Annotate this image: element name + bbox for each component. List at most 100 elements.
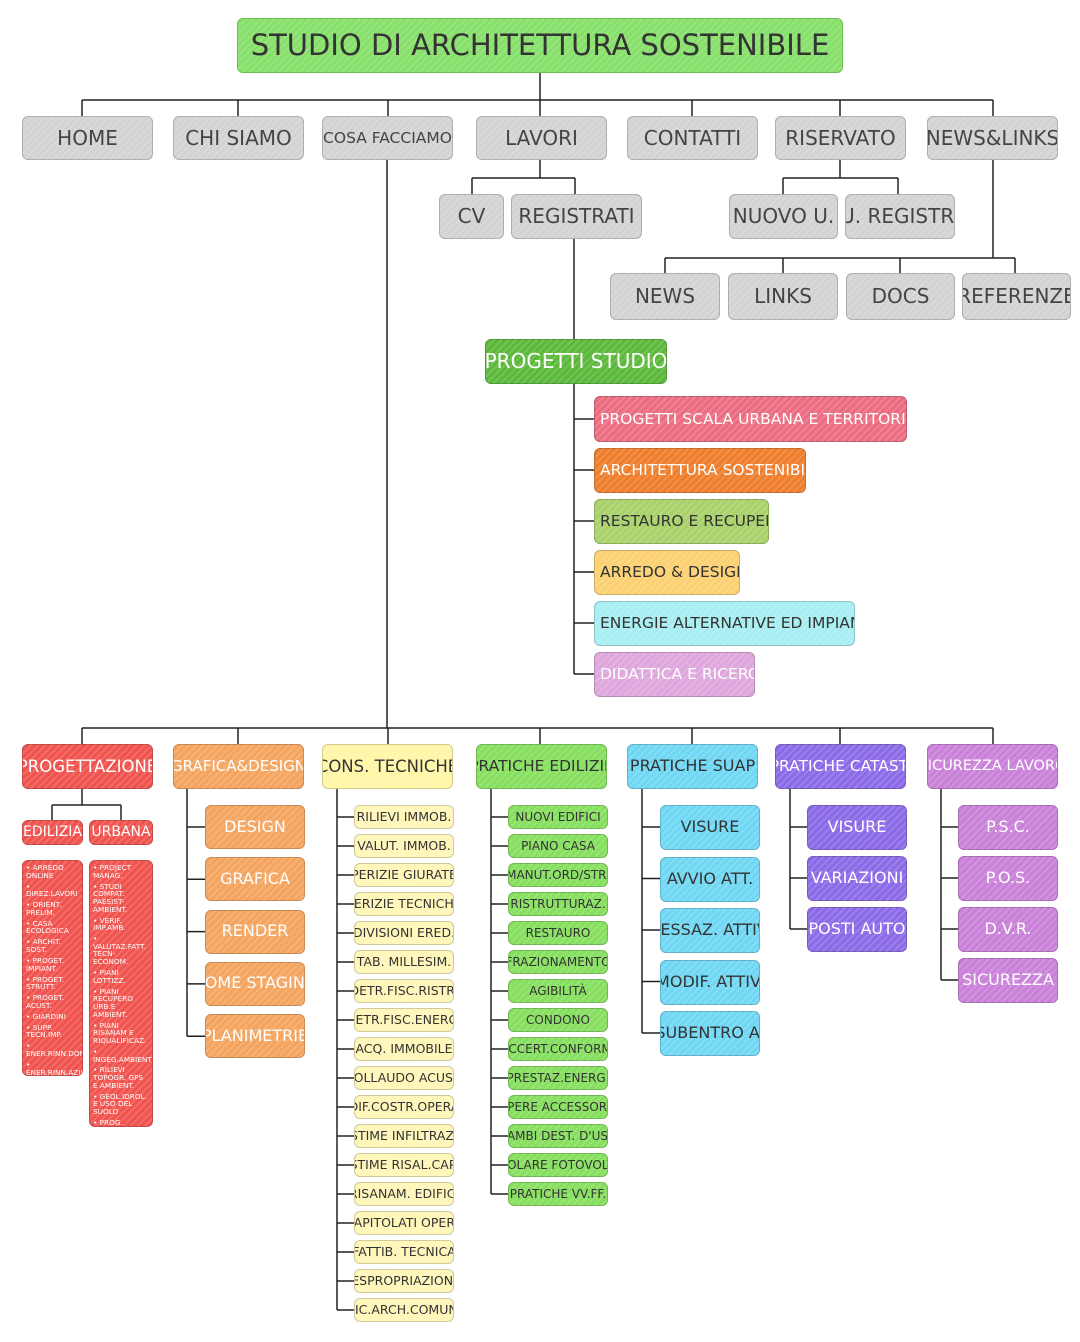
edilizia-item[interactable]: PROGET. STRUTT. <box>26 975 79 991</box>
nav-news[interactable]: NEWS <box>610 273 720 320</box>
nav-registrati[interactable]: REGISTRATI <box>511 194 642 239</box>
urbana-item[interactable]: STUDI COMPAT. PAESIST-AMBIENT. <box>93 882 149 914</box>
edilizia-item[interactable]: GIARDINI <box>26 1013 79 1021</box>
pratiche_edilizie-item[interactable]: AGIBILITÀ <box>508 979 608 1003</box>
cons_tecniche-item[interactable]: PERIZIE GIURATE <box>354 863 454 887</box>
nav-docs[interactable]: DOCS <box>846 273 955 320</box>
sicurezza-item[interactable]: D.V.R. <box>958 907 1058 952</box>
cons_tecniche-item[interactable]: ACQ. IMMOBILE <box>354 1037 454 1061</box>
pratiche_edilizie-item[interactable]: OPERE ACCESSORIE <box>508 1095 608 1119</box>
progettazione-edilizia[interactable]: EDILIZIA <box>22 820 83 845</box>
edilizia-item[interactable]: PROGET. ACUST. <box>26 994 79 1009</box>
pratiche_edilizie-item[interactable]: PRATICHE VV.FF. <box>508 1182 608 1206</box>
nav-nuovo-utente[interactable]: NUOVO U. <box>729 194 838 239</box>
progettazione-urbana[interactable]: URBANA <box>89 820 153 845</box>
pratiche_suap-item[interactable]: MODIF. ATTIV. <box>660 959 760 1005</box>
proj-arredo-design[interactable]: ARREDO & DESIGN <box>594 550 740 595</box>
nav-contatti[interactable]: CONTATTI <box>627 116 758 160</box>
nav-referenze[interactable]: REFERENZE <box>962 273 1071 320</box>
cons_tecniche-item[interactable]: ESPROPRIAZIONI <box>354 1269 454 1293</box>
urbana-item[interactable]: INGEG.AMBIENT. <box>93 1048 152 1063</box>
pratiche_catast-item[interactable]: POSTI AUTO <box>807 907 907 952</box>
cons_tecniche-item[interactable]: RISANAM. EDIFICI <box>354 1182 454 1206</box>
nav-riservato[interactable]: RISERVATO <box>775 116 906 160</box>
urbana-item[interactable]: PIANI RECUPERO URB.E AMBIENT. <box>93 987 149 1019</box>
urbana-item[interactable]: PROJECT MANAG. <box>93 864 149 879</box>
sicurezza-item[interactable]: P.S.C. <box>958 805 1058 850</box>
pratiche_edilizie-item[interactable]: PRESTAZ.ENERG. <box>508 1066 608 1090</box>
cat-progettazione[interactable]: PROGETTAZIONE <box>22 744 153 789</box>
pratiche_edilizie-item[interactable]: CAMBI DEST. D'USO <box>508 1124 608 1148</box>
edilizia-item[interactable]: CASA ECOLOGICA <box>26 919 79 935</box>
cat-pratiche-edilizie[interactable]: PRATICHE EDILIZIE <box>476 744 607 789</box>
grafica-item[interactable]: GRAFICA <box>205 857 305 902</box>
edilizia-item[interactable]: SUPP. TECN.IMP. <box>26 1023 79 1039</box>
cons_tecniche-item[interactable]: FATTIB. TECNICA <box>354 1240 454 1264</box>
urbana-item[interactable]: VERIF. IMP.AMB. <box>93 916 149 932</box>
cons_tecniche-item[interactable]: PERIZIE TECNICHE <box>354 892 454 916</box>
urbana-item[interactable]: PIANI RISANAM E RIQUALIFICAZ. <box>93 1021 149 1045</box>
grafica-item[interactable]: DESIGN <box>205 805 305 849</box>
proj-architettura-sostenibile[interactable]: ARCHITETTURA SOSTENIBILE <box>594 448 806 493</box>
cons_tecniche-item[interactable]: VALUT. IMMOB. <box>354 834 454 858</box>
edilizia-item[interactable]: ARREDO ONLINE <box>26 864 79 879</box>
nav-home[interactable]: HOME <box>22 116 153 160</box>
cons_tecniche-item[interactable]: STIME RISAL.CAP. <box>354 1153 454 1177</box>
nav-news-links[interactable]: NEWS&LINKS <box>927 116 1058 160</box>
grafica-item[interactable]: HOME STAGING <box>205 961 305 1006</box>
sicurezza-item[interactable]: SICUREZZA <box>958 958 1058 1003</box>
edilizia-item[interactable]: PROGET. IMPIANT. <box>26 957 79 972</box>
pratiche_suap-item[interactable]: CESSAZ. ATTIV. <box>660 908 760 953</box>
cons_tecniche-item[interactable]: TAB. MILLESIM. <box>354 950 454 974</box>
edilizia-item[interactable]: DIREZ.LAVORI <box>26 883 79 898</box>
cons_tecniche-item[interactable]: STIME INFILTRAZ. <box>354 1124 454 1148</box>
pratiche_catast-item[interactable]: VARIAZIONI <box>807 856 907 901</box>
nav-cosa-facciamo[interactable]: COSA FACCIAMO <box>322 116 453 160</box>
pratiche_edilizie-item[interactable]: CONDONO <box>508 1008 608 1032</box>
nav-chi-siamo[interactable]: CHI SIAMO <box>173 116 304 160</box>
pratiche_suap-item[interactable]: VISURE <box>660 805 760 850</box>
urbana-item[interactable]: PIANI LOTTIZZ. <box>93 969 149 984</box>
pratiche_suap-item[interactable]: SUBENTRO A. <box>660 1011 760 1056</box>
nav-lavori[interactable]: LAVORI <box>476 116 607 160</box>
urbana-item[interactable]: RILIEVI TOPOGR. GPS E AMBIENT. <box>93 1066 149 1089</box>
cons_tecniche-item[interactable]: COLLAUDO ACUST. <box>354 1066 454 1090</box>
cons_tecniche-item[interactable]: RILIEVI IMMOB. <box>354 805 454 829</box>
cons_tecniche-item[interactable]: DETR.FISC.RISTR. <box>354 979 454 1003</box>
grafica-item[interactable]: RENDER <box>205 909 305 954</box>
cons_tecniche-item[interactable]: DETR.FISC.ENERG. <box>354 1008 454 1032</box>
urbana-item[interactable]: PROG. PARCHI E GIARDINI <box>93 1119 149 1126</box>
nav-cv[interactable]: CV <box>439 194 504 239</box>
pratiche_edilizie-item[interactable]: MANUT.ORD/STR. <box>508 863 608 887</box>
cat-cons-tecniche[interactable]: CONS. TECNICHE <box>322 744 453 789</box>
edilizia-item[interactable]: ORIENT. PRELIM. <box>26 901 79 916</box>
cons_tecniche-item[interactable]: DIF.COSTR.OPERA <box>354 1095 454 1119</box>
proj-didattica-ricerca[interactable]: DIDATTICA E RICERCA <box>594 652 755 697</box>
proj-restauro-recupero[interactable]: RESTAURO E RECUPERO <box>594 499 769 544</box>
pratiche_edilizie-item[interactable]: RESTAURO <box>508 921 608 945</box>
pratiche_edilizie-item[interactable]: PIANO CASA <box>508 834 608 858</box>
progetti-studio-node[interactable]: PROGETTI STUDIO <box>485 339 667 384</box>
pratiche_edilizie-item[interactable]: ACCERT.CONFORM. <box>508 1037 608 1061</box>
nav-utenti-registrati[interactable]: U. REGISTR. <box>845 194 955 239</box>
pratiche_edilizie-item[interactable]: RISTRUTTURAZ. <box>508 892 608 916</box>
edilizia-item[interactable]: ARCHIT. SOST. <box>26 938 79 953</box>
urbana-item[interactable]: GEOL.IDROL. E USO DEL SUOLO <box>93 1092 149 1116</box>
edilizia-item[interactable]: ENER.RINN.DOM. <box>26 1042 82 1058</box>
cat-sicurezza-lavoro[interactable]: SICUREZZA LAVORO <box>927 744 1058 789</box>
cons_tecniche-item[interactable]: CAPITOLATI OPERA <box>354 1211 454 1235</box>
proj-scala-urbana[interactable]: PROGETTI SCALA URBANA E TERRITORIALE <box>594 396 907 442</box>
urbana-item[interactable]: VALUTAZ.FATT. TECN-ECONOM. <box>93 935 149 966</box>
cat-pratiche-suap[interactable]: PRATICHE SUAP <box>627 744 758 789</box>
sicurezza-item[interactable]: P.O.S. <box>958 856 1058 901</box>
cat-grafica-design[interactable]: GRAFICA&DESIGN <box>173 744 304 789</box>
pratiche_suap-item[interactable]: AVVIO ATT. <box>660 856 760 902</box>
pratiche_catast-item[interactable]: VISURE <box>807 805 907 850</box>
edilizia-item[interactable]: ENER.RINN.AZIEN. <box>26 1061 82 1075</box>
grafica-item[interactable]: PLANIMETRIE <box>205 1014 305 1059</box>
pratiche_edilizie-item[interactable]: FRAZIONAMENTO <box>508 950 608 974</box>
nav-links[interactable]: LINKS <box>728 273 838 320</box>
proj-energie-alternative[interactable]: ENERGIE ALTERNATIVE ED IMPIANTI <box>594 601 855 646</box>
